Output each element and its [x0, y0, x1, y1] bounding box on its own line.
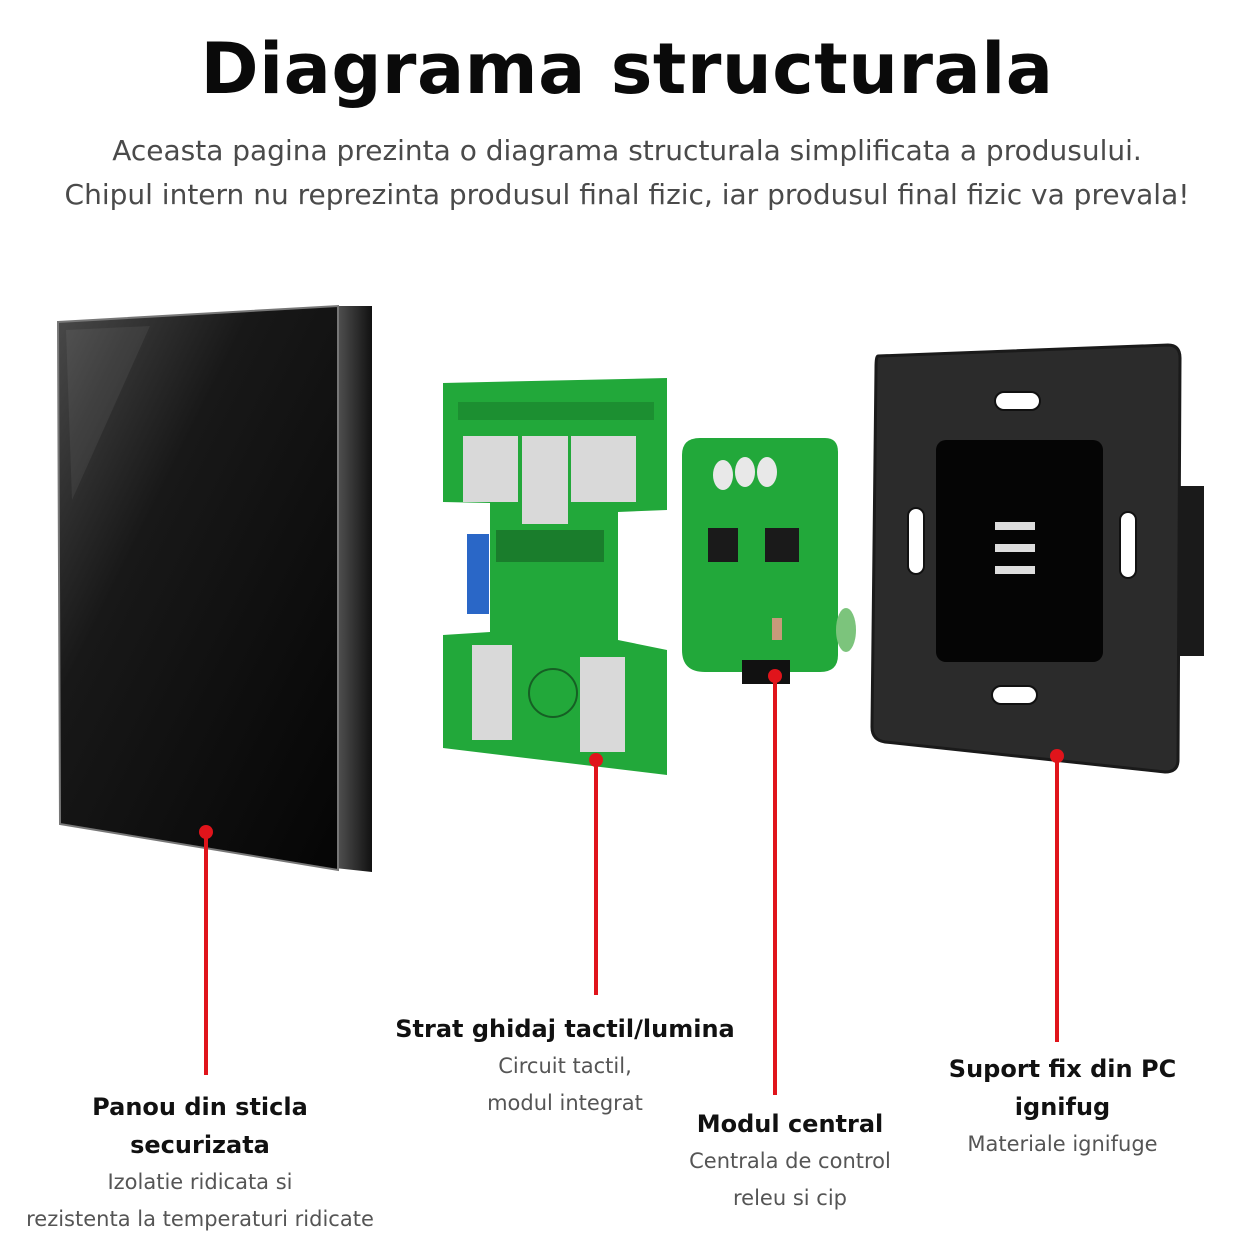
glass-panel — [56, 304, 372, 872]
callout-glass — [199, 825, 213, 1075]
frame-name-1: Suport fix din PC — [948, 1055, 1177, 1083]
caption-glass-panel: Panou din sticla securizata Izolatie rid… — [20, 1088, 380, 1238]
caption-frame: Suport fix din PC ignifug Materiale igni… — [920, 1050, 1205, 1163]
core-module-name: Modul central — [696, 1110, 884, 1138]
touch-layer-name: Strat ghidaj tactil/lumina — [395, 1015, 735, 1043]
frame-desc-1: Materiale ignifuge — [967, 1132, 1158, 1156]
page-title: Diagrama structurala — [200, 28, 1054, 110]
frame-name-2: ignifug — [1014, 1093, 1111, 1121]
core-module-desc-1: Centrala de control — [689, 1149, 891, 1173]
callout-core — [768, 669, 782, 1095]
pc-frame — [870, 343, 1204, 774]
touch-layer-desc-2: modul integrat — [487, 1091, 643, 1115]
callout-touch — [589, 753, 603, 995]
touch-pcb — [443, 378, 667, 775]
subtitle-line-1: Aceasta pagina prezinta o diagrama struc… — [112, 134, 1142, 167]
glass-panel-name: Panou din sticla securizata — [92, 1093, 308, 1159]
caption-touch-layer: Strat ghidaj tactil/lumina Circuit tacti… — [390, 1010, 740, 1122]
subtitle-line-2: Chipul intern nu reprezinta produsul fin… — [64, 178, 1190, 211]
glass-panel-desc-1: Izolatie ridicata si — [107, 1170, 293, 1194]
callout-frame — [1050, 749, 1064, 1042]
core-module-pcb — [682, 438, 856, 684]
core-module-desc-2: releu si cip — [733, 1186, 847, 1210]
caption-core-module: Modul central Centrala de control releu … — [640, 1105, 940, 1217]
glass-panel-desc-2: rezistenta la temperaturi ridicate — [26, 1207, 374, 1231]
touch-layer-desc-1: Circuit tactil, — [498, 1054, 632, 1078]
